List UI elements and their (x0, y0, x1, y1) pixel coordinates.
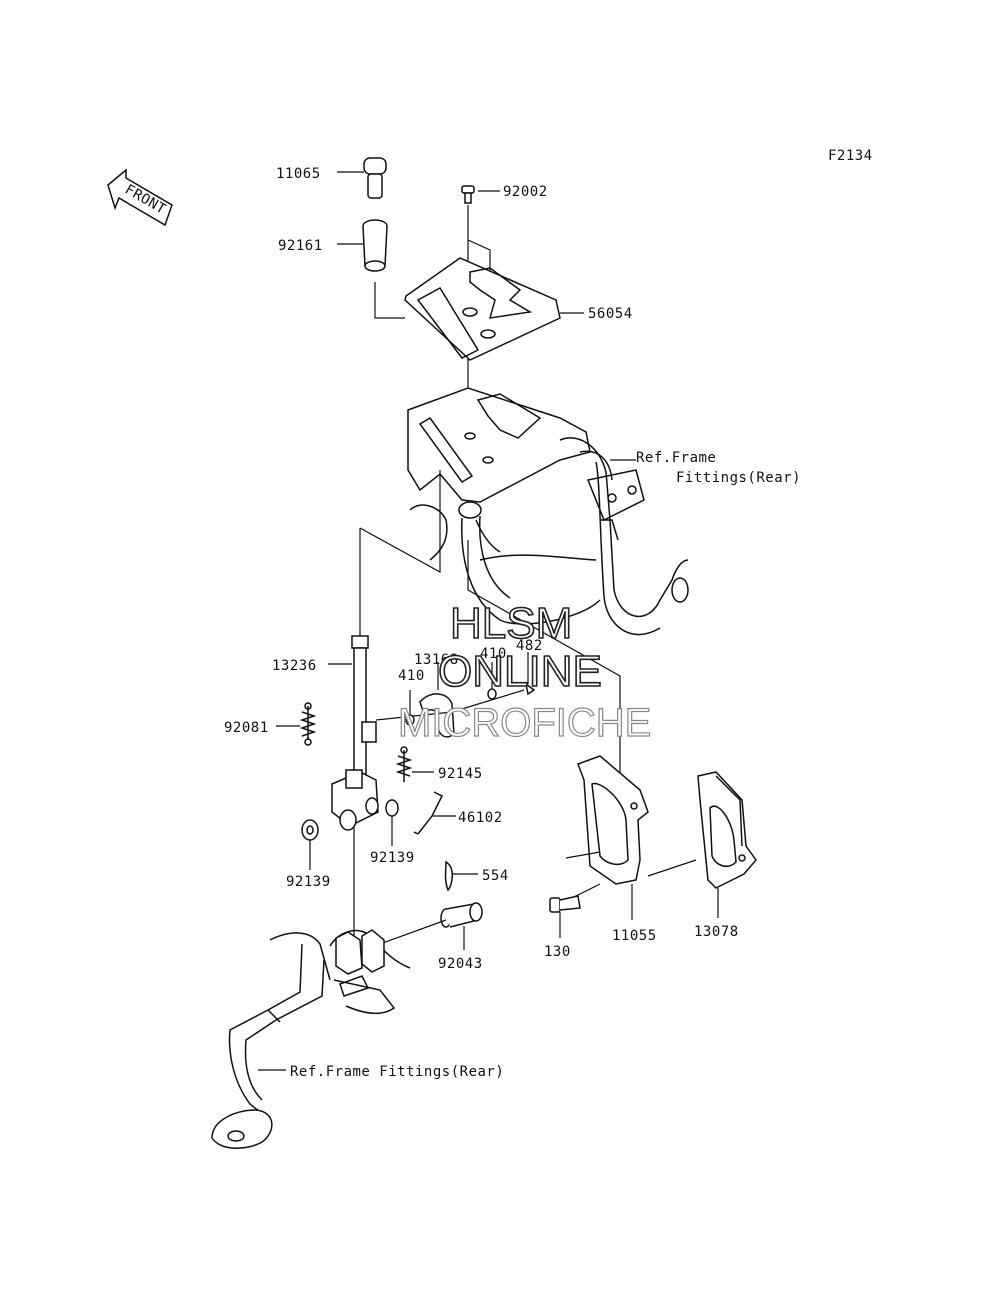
label-554: 554 (482, 868, 509, 884)
label-13168: 13168 (414, 652, 459, 668)
collar-92161-icon (362, 219, 388, 272)
brake-pedal-icon (211, 929, 411, 1149)
guard-13078-icon (697, 771, 757, 889)
clip-410a-icon (405, 714, 415, 726)
spring-92081-icon (299, 702, 317, 746)
watermark-line3: MICROFICHE (398, 701, 651, 745)
knob-11065-icon (363, 157, 387, 199)
label-92139b: 92139 (370, 850, 415, 866)
washer-92139b-icon (385, 799, 399, 817)
label-482: 482 (516, 638, 543, 654)
label-92145: 92145 (438, 766, 483, 782)
label-11055: 11055 (612, 928, 657, 944)
link-13168-icon (361, 693, 455, 743)
clip-410b-icon (487, 688, 497, 700)
ref-frame-upper-line2: Fittings(Rear) (676, 470, 801, 486)
label-410a: 410 (398, 668, 425, 684)
label-13078: 13078 (694, 924, 739, 940)
label-56054: 56054 (588, 306, 633, 322)
bracket-11055-icon (577, 755, 649, 885)
spring-92145-icon (395, 746, 413, 782)
label-92002: 92002 (503, 184, 548, 200)
label-130: 130 (544, 944, 571, 960)
cotter-554-icon (444, 860, 453, 892)
watermark-line1: HLSM (450, 599, 572, 648)
diagram-id: F2134 (828, 148, 873, 164)
washer-92139a-icon (301, 819, 319, 841)
label-410b: 410 (480, 646, 507, 662)
label-13236: 13236 (272, 658, 317, 674)
rod-46102-icon (413, 791, 444, 835)
label-92081: 92081 (224, 720, 269, 736)
pivot-block-icon (331, 769, 379, 831)
ref-frame-upper-line1: Ref.Frame (636, 450, 716, 466)
label-11065: 11065 (276, 166, 321, 182)
pin-482-icon (524, 682, 536, 696)
frame-bracket-icon (407, 387, 689, 636)
label-92139a: 92139 (286, 874, 331, 890)
label-92043: 92043 (438, 956, 483, 972)
label-92161: 92161 (278, 238, 323, 254)
guide-plate-56054-icon (404, 257, 561, 361)
label-46102: 46102 (458, 810, 503, 826)
bolt-130-icon (549, 895, 581, 913)
front-arrow-icon: FRONT (107, 168, 173, 227)
watermark-line2: ONLINE (438, 647, 602, 696)
bolt-92002-icon (461, 185, 475, 204)
watermark: HLSM ONLINE MICROFICHE (397, 598, 652, 745)
ref-frame-lower: Ref.Frame Fittings(Rear) (290, 1064, 504, 1080)
pin-92043-icon (440, 902, 483, 928)
